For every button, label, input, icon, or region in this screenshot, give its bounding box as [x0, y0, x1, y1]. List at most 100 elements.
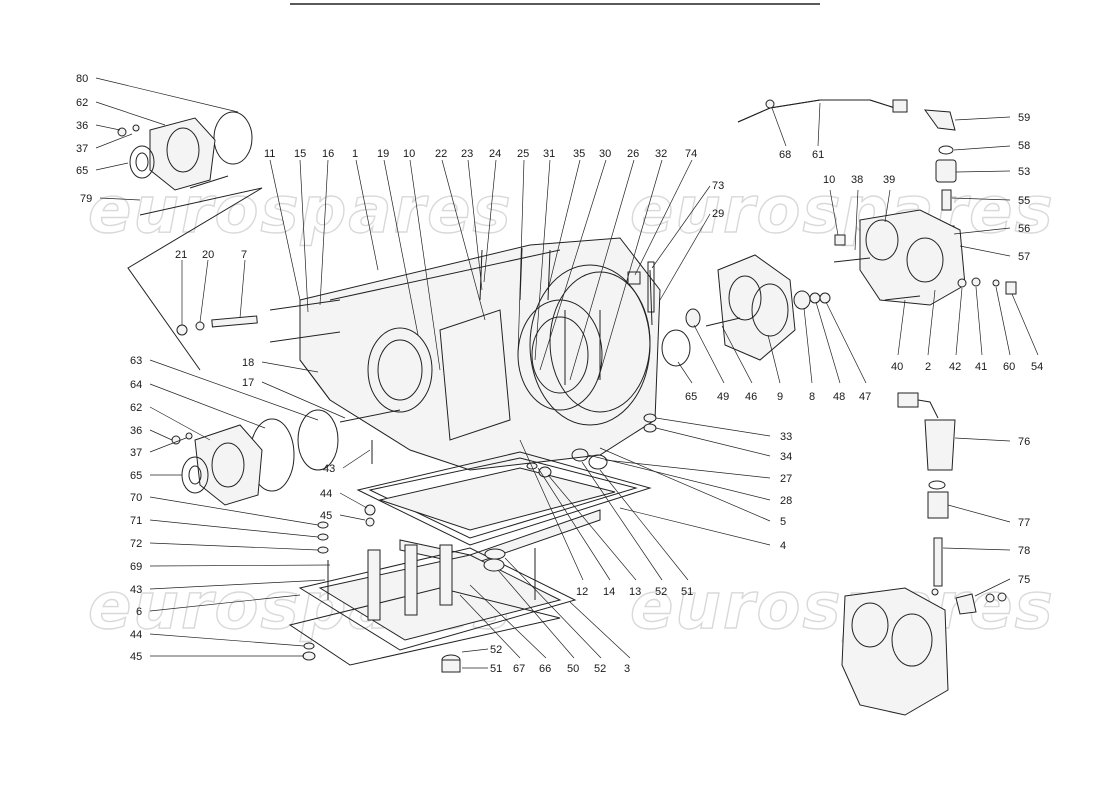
callout-label: 63 [130, 355, 142, 367]
callout-labels: 80 62 36 37 65 79 11 15 16 1 19 10 22 23… [76, 73, 1043, 675]
callout-label: 29 [712, 208, 724, 220]
callout-label: 49 [717, 391, 729, 403]
callout-label: 55 [1018, 195, 1030, 207]
callout-label: 13 [629, 586, 641, 598]
callout-label: 74 [685, 148, 697, 160]
callout-label: 69 [130, 561, 142, 573]
callout-label: 40 [891, 361, 903, 373]
callout-label: 53 [1018, 166, 1030, 178]
callout-label: 52 [594, 663, 606, 675]
callout-label: 60 [1003, 361, 1015, 373]
callout-label: 18 [242, 357, 254, 369]
callout-label: 10 [823, 174, 835, 186]
callout-label: 5 [780, 516, 786, 528]
callout-label: 58 [1018, 140, 1030, 152]
callout-label: 27 [780, 473, 792, 485]
callout-label: 68 [779, 149, 791, 161]
callout-label: 4 [780, 540, 786, 552]
watermark-group: eurospares eurospares eurospares eurospa… [87, 173, 1053, 644]
callout-label: 57 [1018, 251, 1030, 263]
callout-label: 64 [130, 379, 142, 391]
callout-label: 11 [264, 148, 275, 160]
callout-label: 47 [859, 391, 871, 403]
callout-label: 32 [655, 148, 667, 160]
callout-label: 28 [780, 495, 792, 507]
callout-label: 79 [80, 193, 92, 205]
callout-label: 65 [76, 165, 88, 177]
callout-label: 52 [490, 644, 502, 656]
callout-label: 44 [130, 629, 142, 641]
callout-label: 75 [1018, 574, 1030, 586]
lower-right-housing [841, 587, 1007, 716]
callout-label: 62 [130, 402, 142, 414]
callout-label: 26 [627, 148, 639, 160]
lower-sump [288, 544, 577, 673]
callout-label: 25 [517, 148, 529, 160]
output-flange [705, 254, 831, 361]
bearing-cover-upper [117, 111, 253, 191]
callout-label: 8 [809, 391, 815, 403]
callout-label: 67 [513, 663, 525, 675]
callout-label: 61 [812, 149, 824, 161]
callout-label: 22 [435, 148, 447, 160]
callout-label: 52 [655, 586, 667, 598]
callout-label: 46 [745, 391, 757, 403]
callout-label: 73 [712, 180, 724, 192]
callout-label: 65 [130, 470, 142, 482]
callout-label: 39 [883, 174, 895, 186]
callout-label: 37 [76, 143, 88, 155]
callout-label: 3 [624, 663, 630, 675]
callout-label: 19 [377, 148, 389, 160]
callout-label: 14 [603, 586, 615, 598]
callout-label: 36 [76, 120, 88, 132]
leader-lines [95, 77, 1039, 669]
callout-label: 20 [202, 249, 214, 261]
callout-label: 30 [599, 148, 611, 160]
callout-label: 31 [543, 148, 555, 160]
callout-label: 43 [130, 584, 142, 596]
callout-label: 77 [1018, 517, 1030, 529]
callout-label: 41 [975, 361, 987, 373]
callout-label: 37 [130, 447, 142, 459]
callout-label: 51 [681, 586, 693, 598]
callout-label: 45 [320, 510, 332, 522]
callout-label: 44 [320, 488, 332, 500]
callout-label: 2 [925, 361, 931, 373]
callout-label: 15 [294, 148, 306, 160]
callout-label: 62 [76, 97, 88, 109]
callout-label: 80 [76, 73, 88, 85]
callout-label: 23 [461, 148, 473, 160]
callout-label: 56 [1018, 223, 1030, 235]
side-housing [833, 209, 1017, 306]
callout-label: 50 [567, 663, 579, 675]
callout-label: 16 [322, 148, 334, 160]
callout-label: 45 [130, 651, 142, 663]
callout-label: 38 [851, 174, 863, 186]
callout-label: 9 [777, 391, 783, 403]
callout-label: 34 [780, 451, 792, 463]
callout-label: 51 [490, 663, 502, 675]
callout-label: 24 [489, 148, 501, 160]
callout-label: 33 [780, 431, 792, 443]
callout-label: 71 [130, 515, 142, 527]
callout-label: 1 [352, 148, 358, 160]
callout-label: 10 [403, 148, 415, 160]
callout-label: 76 [1018, 436, 1030, 448]
callout-label: 35 [573, 148, 585, 160]
callout-label: 70 [130, 492, 142, 504]
callout-label: 54 [1031, 361, 1043, 373]
callout-label: 6 [136, 606, 142, 618]
bearing-cover-lower [171, 409, 373, 506]
callout-label: 65 [685, 391, 697, 403]
callout-label: 66 [539, 663, 551, 675]
callout-label: 43 [323, 463, 335, 475]
callout-label: 12 [576, 586, 588, 598]
oil-pan-gasket [356, 451, 652, 566]
reverse-switch [897, 392, 956, 596]
callout-label: 78 [1018, 545, 1030, 557]
callout-label: 7 [241, 249, 247, 261]
callout-label: 36 [130, 425, 142, 437]
callout-label: 59 [1018, 112, 1030, 124]
